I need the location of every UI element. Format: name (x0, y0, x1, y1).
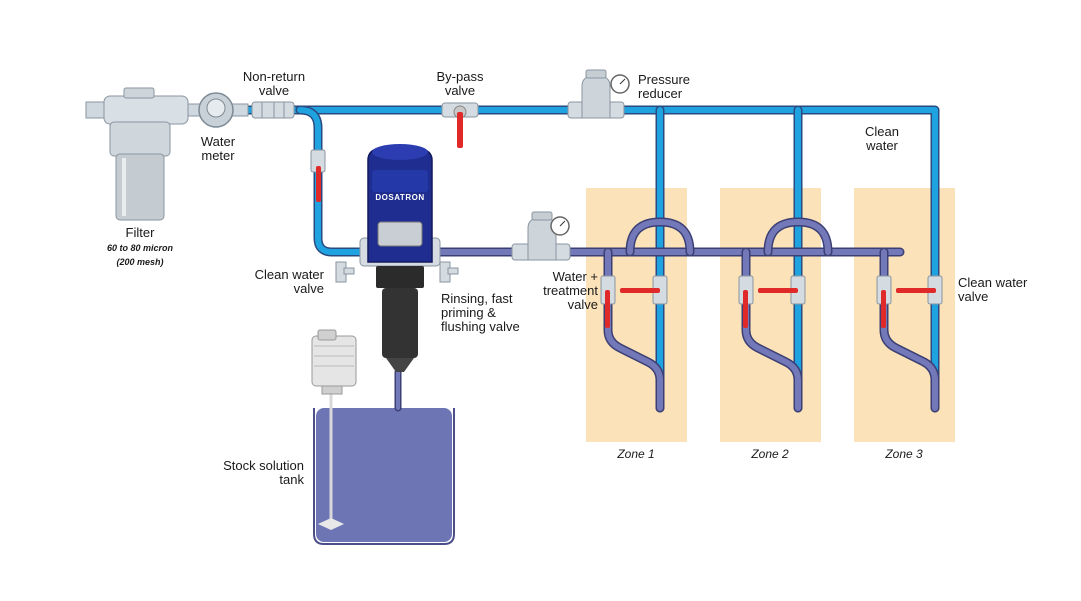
pressure-reducer-icon (567, 69, 630, 119)
zone-1-label: Zone 1 (617, 447, 655, 461)
rinsing-valve-icon (439, 261, 459, 283)
clean-water-label: Clean water (865, 124, 899, 153)
zone-3-label: Zone 3 (885, 447, 923, 461)
mixer-motor-icon (311, 329, 357, 395)
zone-valves (600, 275, 943, 328)
clean-water-pipes (100, 105, 940, 413)
inlet-valve-icon (310, 149, 326, 202)
water-treatment-valve-label: Water + treatment valve (543, 269, 598, 312)
filter-mesh-label: (200 mesh) (116, 257, 164, 267)
clean-water-valve-left-label: Clean water valve (254, 267, 324, 296)
bypass-valve-icon (441, 102, 479, 148)
dosatron-injector-icon: DOSATRON (359, 144, 441, 372)
bypass-valve-label: By-pass valve (436, 69, 484, 98)
non-return-valve-label: Non-return valve (242, 69, 306, 98)
clean-water-valve-right-label: Clean water valve (958, 275, 1028, 304)
clean-water-valve-left-icon (335, 261, 355, 283)
water-meter-icon (187, 92, 249, 128)
filter-icon (85, 87, 189, 221)
water-meter-label: Water meter (200, 134, 236, 163)
brand-label: DOSATRON (375, 193, 424, 202)
filter-label: Filter (125, 225, 155, 240)
pressure-reducer-treated-icon (511, 211, 571, 261)
pressure-reducer-label: Pressure reducer (638, 72, 691, 101)
zone-3-area (854, 188, 955, 442)
zone-2-label: Zone 2 (751, 447, 789, 461)
rinsing-valve-label: Rinsing, fast priming & flushing valve (441, 291, 520, 334)
non-return-valve-icon (251, 101, 295, 119)
stock-solution-tank-label: Stock solution tank (223, 458, 304, 487)
filter-micron-label: 60 to 80 micron (106, 243, 174, 253)
stock-solution-tank (313, 392, 455, 545)
